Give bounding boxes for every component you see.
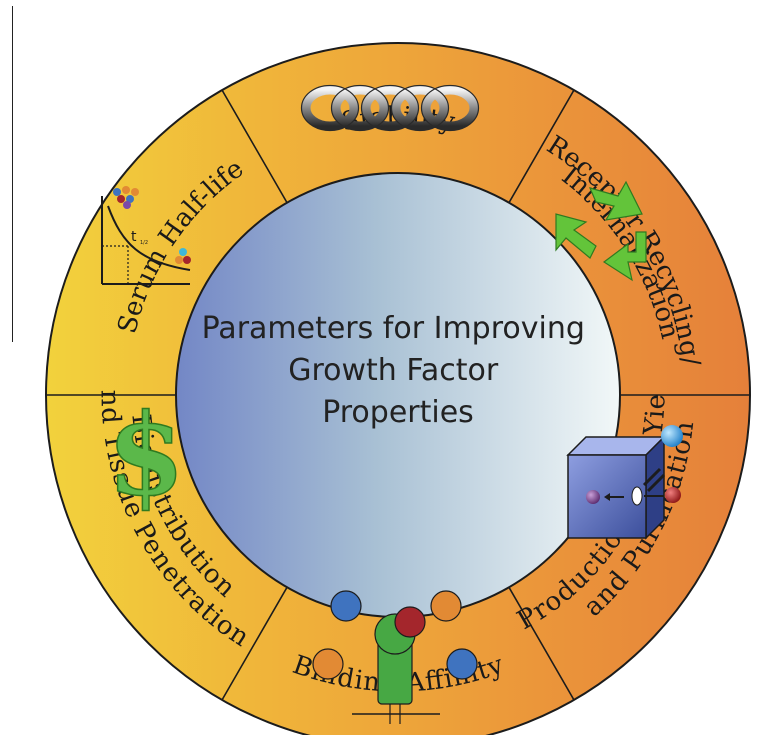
decay-curve-icon: t 1/2 [101, 186, 191, 285]
chain-links-icon [300, 84, 480, 132]
receptor-binding-icon [312, 590, 478, 724]
center-line-1: Parameters for Improving [202, 311, 585, 346]
dollar-icon: $ [106, 389, 185, 522]
svg-text:t: t [131, 229, 137, 245]
svg-text:$: $ [107, 390, 185, 521]
svg-text:1/2: 1/2 [140, 240, 148, 246]
center-line-2: Growth Factor [288, 353, 499, 388]
center-title: Parameters for Improving Growth Factor P… [202, 311, 595, 430]
side-rule [12, 6, 13, 342]
recycle-arrows-icon [555, 180, 647, 282]
tissue-cube-icon [566, 425, 683, 540]
center-line-3: Properties [322, 395, 474, 430]
